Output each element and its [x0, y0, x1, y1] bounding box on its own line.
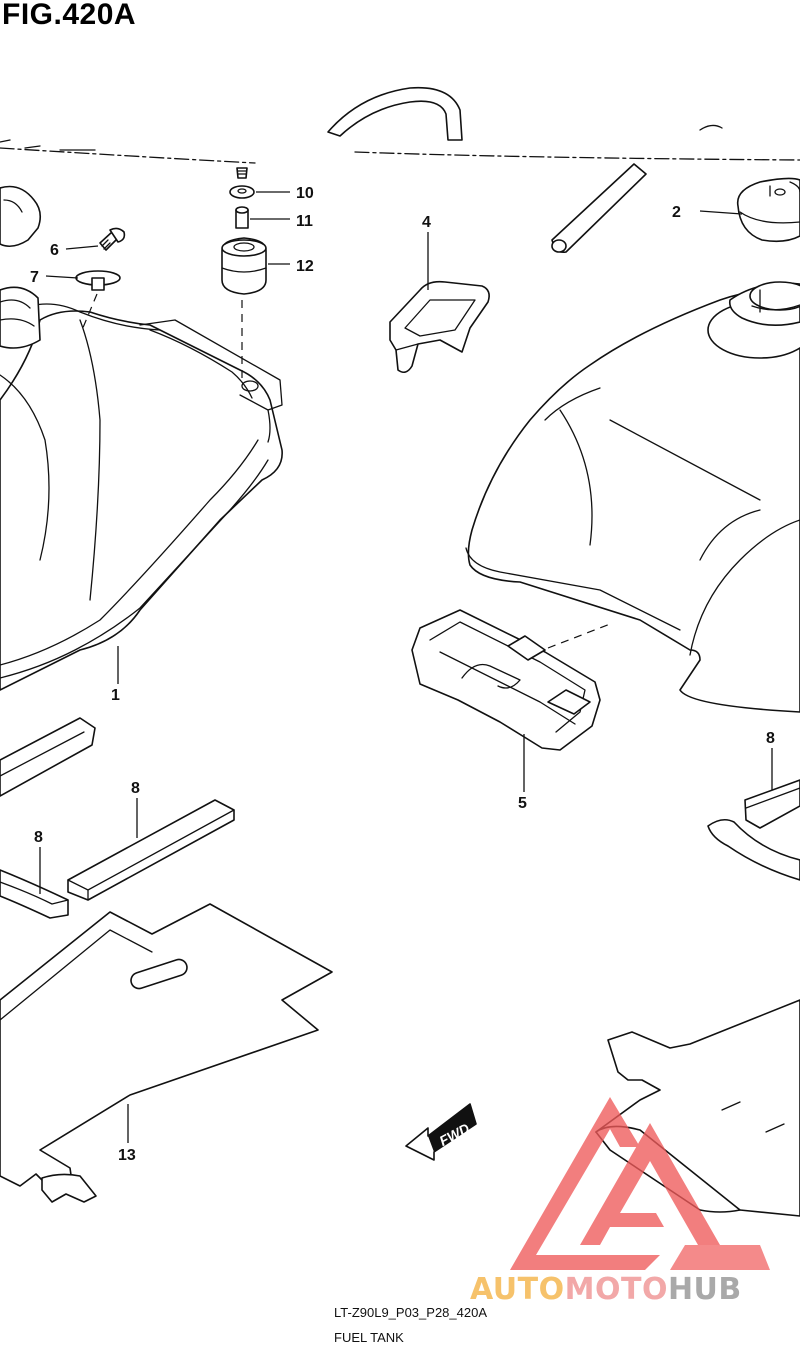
diagram-code: LT-Z90L9_P03_P28_420A — [334, 1305, 487, 1320]
watermark-part-auto: AUTO — [470, 1272, 565, 1307]
forward-arrow: FWD — [405, 1103, 477, 1161]
part-13-mat — [0, 903, 333, 1203]
vent-hose-end — [551, 239, 567, 253]
callout-8-center: 8 — [131, 780, 140, 797]
watermark-part-moto: MOTO — [564, 1272, 668, 1307]
callout-11: 11 — [296, 213, 313, 230]
watermark-brand: AUTOMOTOHUB — [470, 1272, 742, 1307]
part-8-foam-strips — [0, 717, 800, 919]
callout-6: 6 — [50, 242, 59, 259]
callout-2: 2 — [672, 204, 681, 221]
callout-labels: 1 2 4 5 6 7 8 8 8 10 11 12 13 — [30, 185, 775, 1164]
callout-1: 1 — [111, 687, 120, 704]
watermark-part-hub: HUB — [667, 1272, 742, 1307]
leader-lines — [39, 191, 773, 1143]
top-edge-fragment-left — [0, 139, 96, 151]
callout-7: 7 — [30, 269, 39, 286]
part-4-bracket — [389, 280, 490, 374]
vent-hose — [551, 163, 647, 254]
diagram-name: FUEL TANK — [334, 1330, 404, 1345]
callout-10: 10 — [296, 185, 314, 202]
top-right-fragment — [699, 124, 723, 131]
part-5-strap — [411, 609, 611, 751]
fuel-tank-left — [0, 185, 283, 691]
figure-title: FIG.420A — [2, 0, 137, 31]
callout-13: 13 — [118, 1147, 136, 1164]
hardware-stack — [75, 167, 267, 380]
callout-5: 5 — [518, 795, 527, 812]
top-edge-fragment — [0, 147, 800, 164]
callout-12: 12 — [296, 258, 314, 275]
vent-hose-loop — [327, 86, 463, 141]
callout-8-right: 8 — [766, 730, 775, 747]
fuel-tank-right — [465, 177, 800, 713]
callout-4: 4 — [422, 214, 431, 231]
callout-8-left: 8 — [34, 829, 43, 846]
watermark-logo-mark — [510, 1097, 770, 1270]
